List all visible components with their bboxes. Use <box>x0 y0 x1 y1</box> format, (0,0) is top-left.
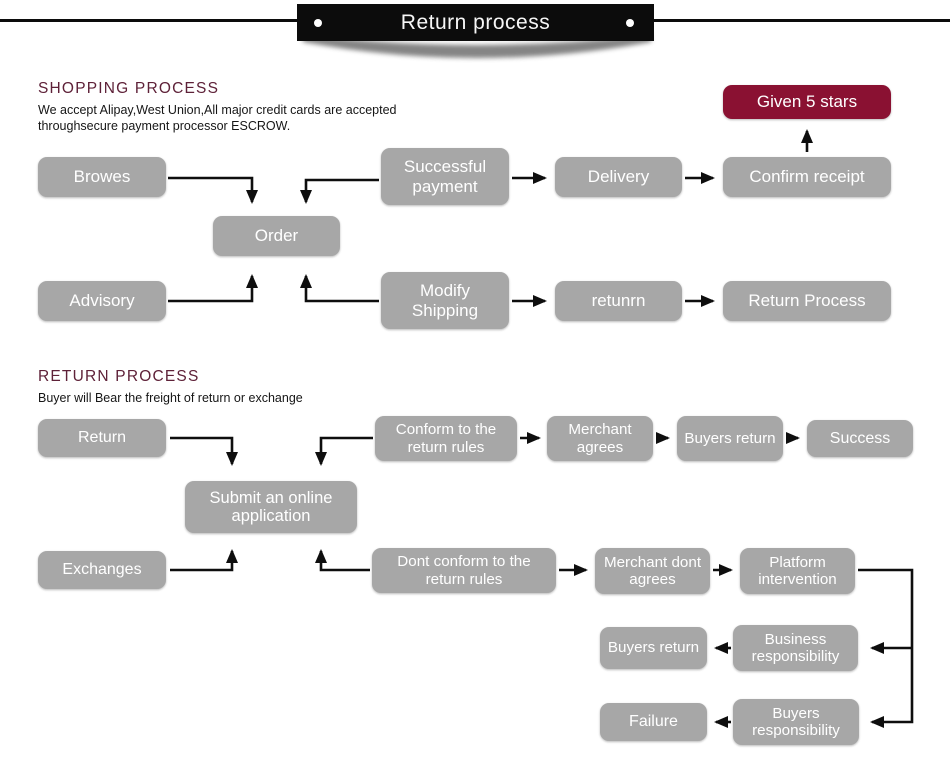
banner-title: Return process <box>400 10 551 34</box>
node-merchant-agrees: Merchant agrees <box>547 416 653 461</box>
node-buyers-return-2: Buyers return <box>600 627 707 669</box>
node-modify-shipping: Modify Shipping <box>381 272 509 329</box>
arrow-successful-payment-to-order <box>300 178 379 204</box>
node-given-5-stars: Given 5 stars <box>723 85 891 119</box>
node-successful-payment: Successful payment <box>381 148 509 205</box>
node-success: Success <box>807 420 913 457</box>
node-failure: Failure <box>600 703 707 741</box>
title-banner: Return process <box>297 4 654 41</box>
node-return: Return <box>38 419 166 457</box>
return-process-heading: RETURN PROCESS <box>38 368 200 385</box>
node-delivery: Delivery <box>555 157 682 197</box>
node-order: Order <box>213 216 340 256</box>
return-process-subtitle: Buyer will Bear the freight of return or… <box>38 391 303 405</box>
arrow-advisory-to-order <box>168 274 258 303</box>
banner-shadow <box>303 34 651 58</box>
node-conform-to-return-rules: Conform to the return rules <box>375 416 517 461</box>
node-submit-online-application: Submit an online application <box>185 481 357 533</box>
banner-dot-left-icon <box>314 19 322 27</box>
shopping-subtitle-line2: throughsecure payment processor ESCROW. <box>38 119 291 133</box>
banner-dot-right-icon <box>626 19 634 27</box>
shopping-process-heading: SHOPPING PROCESS <box>38 80 220 97</box>
node-exchanges: Exchanges <box>38 551 166 589</box>
arrow-platform-to-buyers-responsibility <box>858 568 914 728</box>
arrow-browes-to-order <box>168 176 258 204</box>
banner-rule-right <box>654 19 950 22</box>
node-buyers-responsibility: Buyers responsibility <box>733 699 859 745</box>
node-confirm-receipt: Confirm receipt <box>723 157 891 197</box>
node-buyers-return: Buyers return <box>677 416 783 461</box>
node-dont-conform-to-return-rules: Dont conform to the return rules <box>372 548 556 593</box>
shopping-process-subtitle: We accept Alipay,West Union,All major cr… <box>38 102 397 134</box>
node-browes: Browes <box>38 157 166 197</box>
shopping-subtitle-line1: We accept Alipay,West Union,All major cr… <box>38 103 397 117</box>
arrow-conform-rules-to-submit <box>315 436 373 466</box>
node-business-responsibility: Business responsibility <box>733 625 858 671</box>
node-return-process: Return Process <box>723 281 891 321</box>
arrow-return-to-submit <box>170 436 238 466</box>
arrow-exchanges-to-submit <box>170 549 238 572</box>
arrow-modify-shipping-to-order <box>300 274 379 303</box>
node-advisory: Advisory <box>38 281 166 321</box>
banner-rule-left <box>0 19 297 22</box>
node-platform-intervention: Platform intervention <box>740 548 855 594</box>
node-merchant-dont-agrees: Merchant dont agrees <box>595 548 710 594</box>
arrow-dont-conform-to-submit <box>315 549 370 572</box>
node-retunrn: retunrn <box>555 281 682 321</box>
